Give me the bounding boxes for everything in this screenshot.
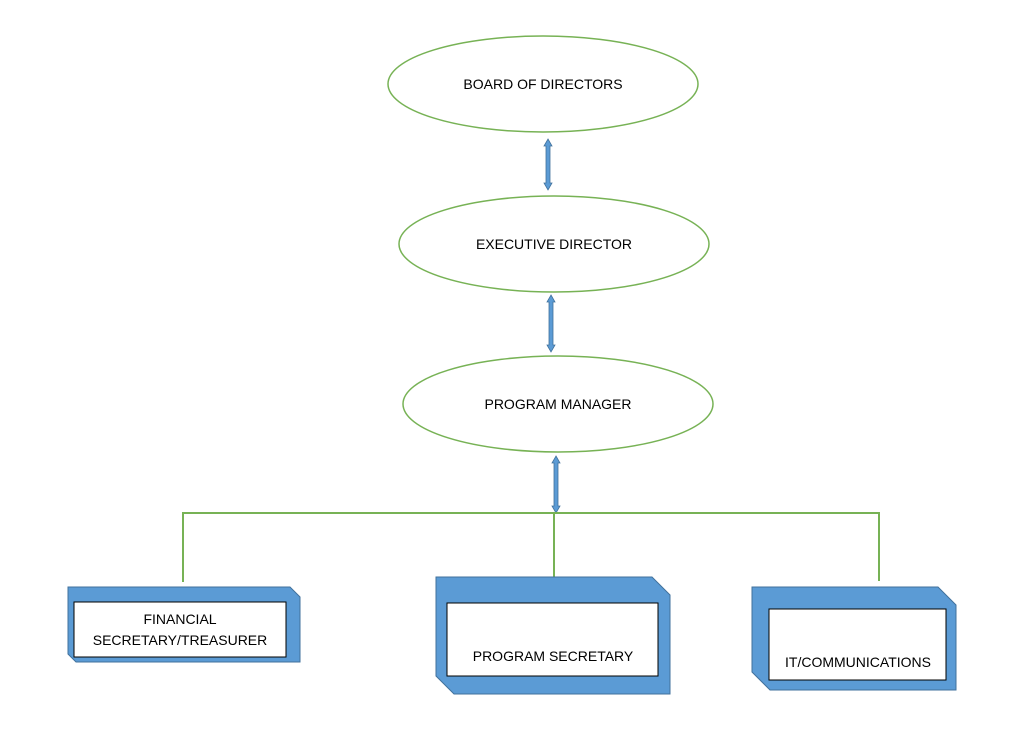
- ellipse-board: [387, 35, 699, 133]
- node-program-manager: PROGRAM MANAGER: [402, 355, 714, 453]
- node-board-of-directors: BOARD OF DIRECTORS: [387, 35, 699, 133]
- inner-it: [768, 608, 947, 681]
- label-program-secretary: PROGRAM SECRETARY: [473, 648, 634, 664]
- inner-financial: [73, 601, 287, 658]
- arrow-executive-manager: [546, 294, 556, 353]
- arrow-shape-1: [543, 138, 553, 191]
- arrow-board-executive: [543, 138, 553, 191]
- label-executive: EXECUTIVE DIRECTOR: [476, 236, 632, 252]
- label-financial-line1: FINANCIAL: [143, 611, 216, 627]
- inner-program-secretary: [446, 602, 659, 677]
- arrow-shape-3: [551, 455, 561, 514]
- label-financial-line2: SECRETARY/TREASURER: [93, 632, 268, 648]
- arrow-manager-bus: [551, 455, 561, 514]
- node-it-communications: IT/COMMUNICATIONS: [751, 586, 957, 691]
- node-program-secretary: PROGRAM SECRETARY: [435, 576, 671, 695]
- connector-lines: [182, 512, 880, 582]
- label-program-manager: PROGRAM MANAGER: [484, 396, 631, 412]
- node-executive-director: EXECUTIVE DIRECTOR: [398, 195, 710, 293]
- ellipse-program-manager: [402, 355, 714, 453]
- ellipse-executive: [398, 195, 710, 293]
- label-board: BOARD OF DIRECTORS: [463, 76, 622, 92]
- node-financial-secretary: FINANCIAL SECRETARY/TREASURER: [67, 586, 301, 663]
- label-it: IT/COMMUNICATIONS: [785, 654, 931, 670]
- arrow-shape-2: [546, 294, 556, 353]
